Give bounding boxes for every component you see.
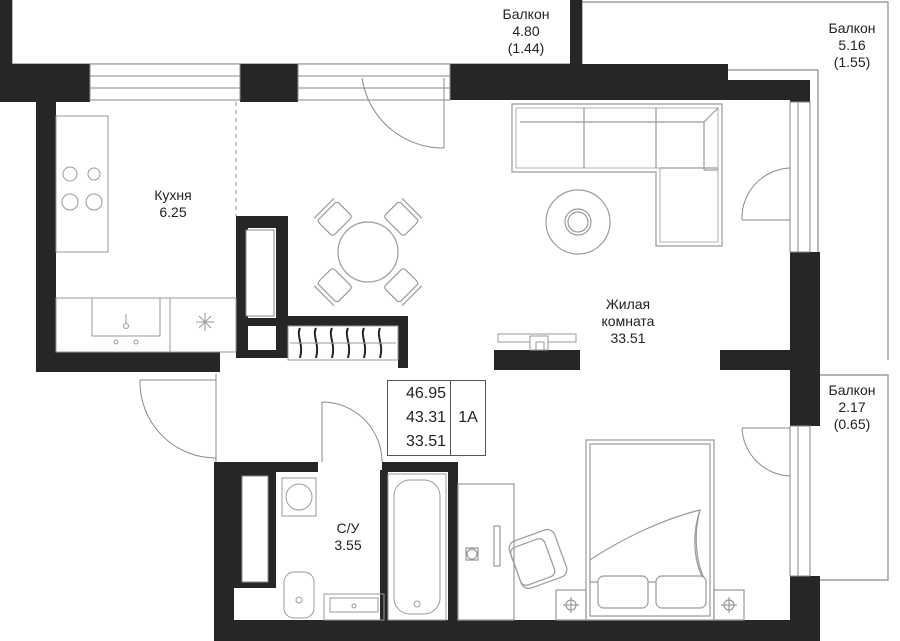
wall-segment: [790, 80, 810, 102]
balcony-area: 5.16: [838, 37, 866, 53]
kitchen-label: Кухня 6.25: [138, 187, 208, 221]
wall-segment: [276, 216, 288, 352]
washbasin: [323, 593, 385, 621]
chair: [317, 201, 352, 236]
wall-segment: [214, 620, 820, 641]
sink: [91, 297, 161, 337]
sofa: [511, 103, 723, 247]
living-area: 33.51: [405, 433, 446, 450]
room-name: Кухня: [154, 187, 192, 203]
wall-segment: [450, 64, 728, 100]
wall-segment: [36, 98, 56, 370]
balcony-bottom-right-label: Балкон 2.17 (0.65): [822, 382, 882, 433]
pillow: [597, 575, 649, 609]
window: [297, 63, 451, 101]
nightstand: [555, 589, 587, 621]
balcony-name: Балкон: [828, 20, 876, 36]
chair: [317, 268, 352, 303]
tap: [123, 323, 129, 329]
door-swing: [741, 427, 791, 477]
balcony-reduced-area: (1.55): [833, 54, 871, 70]
monitor: [493, 525, 501, 567]
desk: [457, 483, 568, 621]
window: [789, 101, 811, 253]
balcony-reduced-area: (1.44): [507, 40, 545, 56]
dishwasher-icon: [196, 313, 214, 331]
wall-segment: [214, 462, 318, 472]
wall-segment: [382, 462, 458, 472]
balcony-area: 2.17: [838, 399, 866, 415]
tv: [497, 333, 577, 351]
stove-burner: [61, 193, 79, 211]
wall-segment: [214, 462, 234, 641]
bathroom-fixtures: [281, 473, 447, 621]
total-area: 46.95: [405, 385, 446, 402]
balcony-name: Балкон: [502, 6, 550, 22]
dining-table: [337, 221, 399, 283]
dining-set: [313, 197, 423, 307]
wall-segment: [240, 64, 298, 102]
windows: [89, 63, 811, 577]
balcony-area: 4.80: [512, 23, 540, 39]
washing-machine: [281, 477, 317, 517]
wall-segment: [380, 470, 388, 641]
room-area: 3.55: [334, 537, 362, 553]
door-swing: [741, 167, 791, 221]
coffee-table: [545, 189, 611, 255]
wall-segment: [728, 80, 810, 100]
wall-segment: [720, 350, 820, 370]
wall-segment: [494, 350, 580, 370]
room-name-line2: комната: [601, 313, 655, 329]
doors: [139, 77, 791, 477]
stove-burner: [62, 166, 78, 182]
wardrobe: [287, 325, 399, 361]
stove-burner: [87, 167, 101, 181]
room-area: 33.51: [610, 330, 646, 346]
wall-segment: [288, 316, 408, 326]
shaft-void: [241, 475, 269, 583]
window: [89, 63, 241, 101]
toilet: [283, 571, 315, 619]
door-swing: [321, 401, 383, 463]
wall-segment: [0, 64, 90, 102]
wall-segment: [36, 352, 220, 372]
area-without-balconies: 43.31: [405, 409, 446, 426]
balcony-reduced-area: (0.65): [833, 416, 871, 432]
area-summary: 46.95 43.31 33.51: [388, 381, 451, 455]
shaft-void: [245, 229, 275, 317]
nightstand: [713, 589, 745, 621]
bed: [555, 439, 745, 621]
apartment-summary: 46.95 43.31 33.51 1А: [387, 380, 486, 456]
room-area: 6.25: [159, 204, 187, 220]
door-swing: [361, 77, 445, 149]
door-swing: [139, 379, 217, 459]
stove-burner: [85, 193, 103, 211]
kitchen-counter: [55, 297, 237, 353]
bathtub: [387, 473, 447, 621]
kitchen-counter: [55, 115, 109, 253]
wall-segment: [790, 368, 820, 426]
wall-segment: [236, 318, 288, 326]
balcony-name: Балкон: [828, 382, 876, 398]
wall-segment: [398, 316, 408, 368]
wall-segment: [236, 350, 288, 358]
apartment-type: 1А: [458, 409, 478, 426]
chair: [384, 201, 419, 236]
wall-segment: [448, 462, 458, 641]
wall-segment: [570, 0, 582, 66]
bathroom-label: С/У 3.55: [318, 520, 378, 554]
kitchen-furniture: [55, 115, 237, 353]
pillow: [655, 575, 707, 609]
room-name-line1: Жилая: [605, 296, 651, 312]
wall-segment: [236, 216, 288, 228]
walls: [0, 0, 820, 641]
window: [789, 425, 811, 577]
living-room-label: Жилая комната 33.51: [588, 296, 668, 347]
chair: [384, 268, 419, 303]
balcony-top-right-label: Балкон 5.16 (1.55): [822, 20, 882, 71]
balcony-top-left-label: Балкон 4.80 (1.44): [496, 6, 556, 57]
room-name: С/У: [336, 520, 360, 536]
